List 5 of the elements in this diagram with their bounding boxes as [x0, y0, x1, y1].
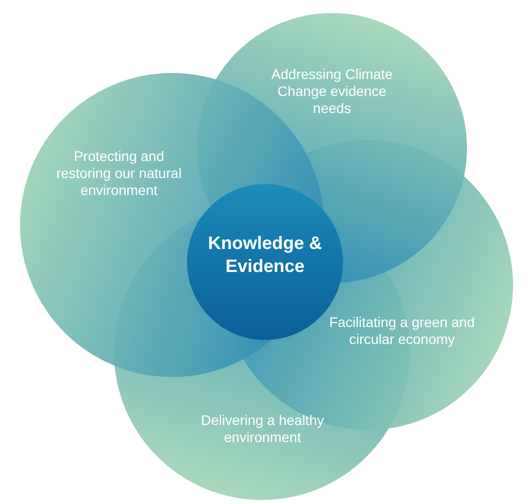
petal-label: Delivering a healthy environment — [200, 412, 325, 446]
petal-label: Protecting and restoring our natural environment — [55, 148, 183, 199]
petal-label: Facilitating a green and circular economy — [328, 314, 476, 348]
center-label: Knowledge & Evidence — [206, 232, 323, 278]
petal-label: Addressing Climate Change evidence needs — [270, 66, 394, 117]
